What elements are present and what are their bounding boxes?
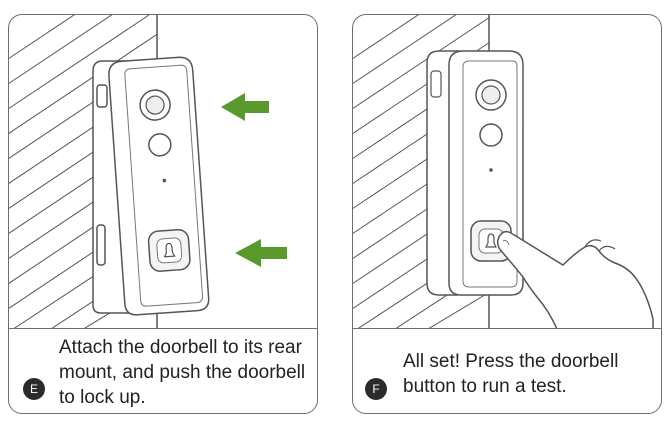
bell-icon xyxy=(163,242,176,258)
step-f-badge: F xyxy=(365,378,387,400)
step-e-caption-area: E Attach the doorbell to its rear mount,… xyxy=(9,331,317,413)
sensor-icon xyxy=(479,123,503,147)
step-e-badge: E xyxy=(23,378,45,400)
caption-divider xyxy=(353,328,661,329)
push-arrow-upper-icon xyxy=(221,93,269,121)
step-f-caption: All set! Press the doorbell button to ru… xyxy=(403,351,619,397)
step-e-caption: Attach the doorbell to its rear mount, a… xyxy=(59,337,306,408)
step-f-panel: F All set! Press the doorbell button to … xyxy=(352,14,662,414)
pressing-hand-icon xyxy=(496,230,654,329)
step-f-caption-area: F All set! Press the doorbell button to … xyxy=(353,331,661,413)
push-arrow-lower-icon xyxy=(235,239,287,267)
step-e-panel: E Attach the doorbell to its rear mount,… xyxy=(8,14,318,414)
caption-divider xyxy=(9,328,317,329)
bell-icon xyxy=(485,233,497,248)
step-f-illustration xyxy=(353,15,654,329)
doorbell-device xyxy=(108,56,210,316)
step-e-illustration xyxy=(9,15,287,329)
sensor-icon xyxy=(148,133,172,157)
